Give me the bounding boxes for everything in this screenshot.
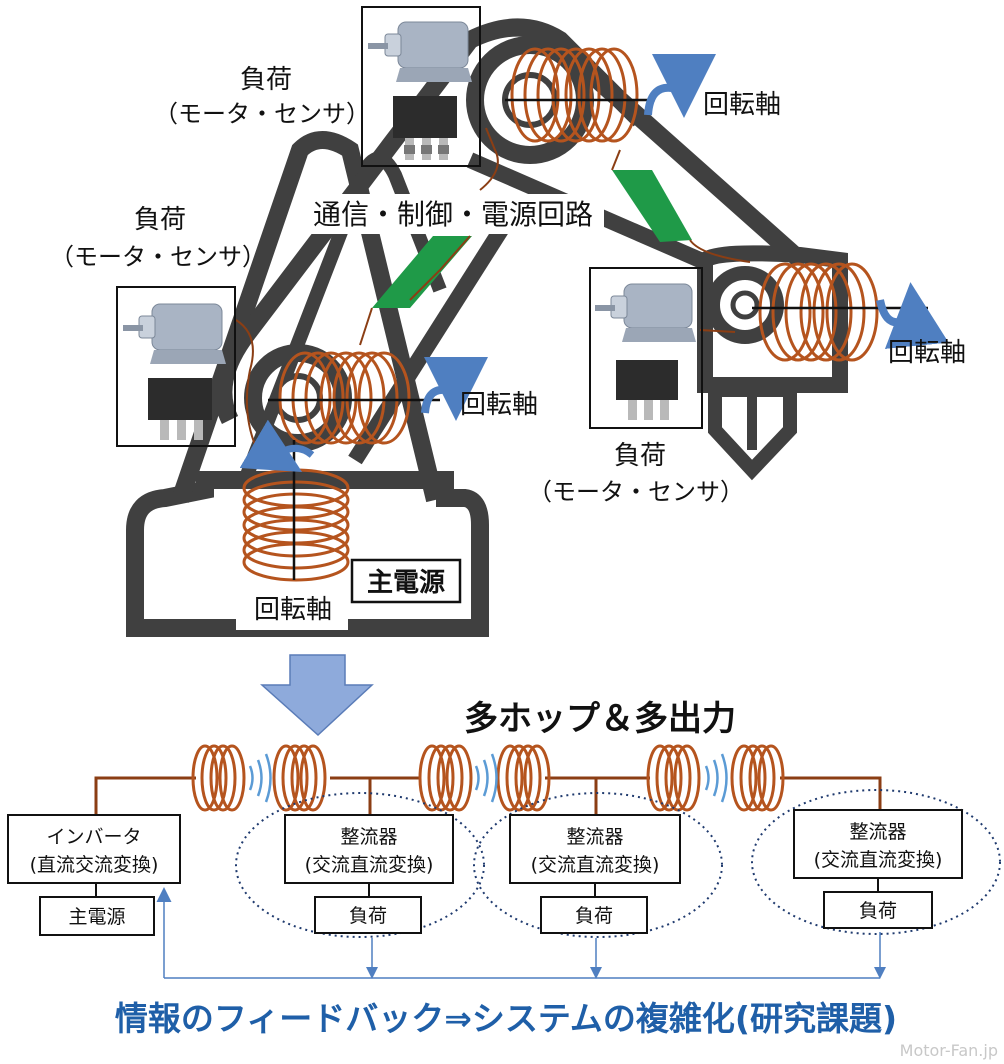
load-box-right bbox=[589, 267, 703, 429]
load-block-3-label: 負荷 bbox=[859, 900, 897, 922]
load-label-right-line2: （モータ・センサ） bbox=[528, 478, 744, 506]
upper-arm bbox=[214, 18, 647, 425]
gripper bbox=[708, 383, 797, 481]
rotation-arrow-lower-icon bbox=[421, 356, 488, 421]
system-title: 多ホップ＆多出力 bbox=[464, 699, 736, 739]
system-coil-4 bbox=[496, 744, 551, 812]
sensor-icon bbox=[616, 360, 678, 420]
coil-lower-joint bbox=[278, 351, 411, 445]
system-coil-6 bbox=[730, 744, 785, 812]
lower-arm bbox=[171, 131, 444, 503]
main-power-box bbox=[350, 558, 462, 604]
rectifier-3-line2: (交流直流変換) bbox=[814, 849, 943, 871]
circuit-label: 通信・制御・電源回路 bbox=[313, 198, 593, 231]
motor-icon bbox=[123, 303, 226, 364]
rotation-axis-label-lower: 回転軸 bbox=[460, 390, 538, 420]
inverter-label-line2: (直流交流変換) bbox=[30, 854, 159, 876]
system-coil-3 bbox=[418, 744, 473, 812]
rotation-arrow-top-icon bbox=[644, 53, 716, 118]
sensor-icon bbox=[393, 96, 457, 160]
bus-wires bbox=[94, 776, 882, 815]
feedback-caption: 情報のフィードバック⇒システムの複雑化(研究課題) bbox=[115, 999, 897, 1038]
wrist-housing bbox=[697, 245, 848, 393]
rectifier-2-line1: 整流器 bbox=[566, 826, 623, 848]
system-coil-5 bbox=[646, 744, 701, 812]
inverter-box bbox=[7, 814, 181, 884]
load-label-left-line2: （モータ・センサ） bbox=[50, 243, 266, 271]
circuit-board-left bbox=[372, 236, 472, 308]
rectifier-1-line1: 整流器 bbox=[340, 826, 397, 848]
rectifier-1-line2: (交流直流変換) bbox=[305, 854, 434, 876]
rectifier-box-1 bbox=[284, 814, 454, 884]
motor-icon bbox=[595, 283, 696, 342]
motor-icon bbox=[368, 21, 472, 82]
rectifier-3-line1: 整流器 bbox=[849, 821, 906, 843]
main-power-block bbox=[39, 896, 155, 936]
receiver-group-3 bbox=[751, 789, 1001, 935]
receiver-group-2 bbox=[473, 792, 723, 938]
load-label-top-line1: 負荷 bbox=[240, 65, 292, 95]
watermark: Motor-Fan.jp bbox=[900, 1041, 998, 1060]
sensor-icon bbox=[148, 378, 212, 440]
system-coil-1 bbox=[191, 744, 246, 812]
load-label-top-line2: （モータ・センサ） bbox=[154, 100, 370, 128]
load-box-top bbox=[361, 6, 481, 167]
receiver-group-1 bbox=[235, 792, 485, 938]
feedback-lines bbox=[156, 887, 886, 979]
rectifier-2-line2: (交流直流変換) bbox=[531, 854, 660, 876]
robot-base bbox=[126, 471, 489, 637]
load-block-2-label: 負荷 bbox=[575, 905, 613, 927]
rotation-arrow-wrist-icon bbox=[876, 282, 949, 349]
main-power-block-label: 主電源 bbox=[68, 906, 125, 928]
load-block-3 bbox=[823, 891, 933, 929]
load-block-1-label: 負荷 bbox=[349, 905, 387, 927]
rotation-axis-label-base: 回転軸 bbox=[254, 595, 332, 625]
rotation-arrow-base-icon bbox=[239, 419, 315, 473]
coil-top bbox=[510, 47, 639, 143]
load-label-right-line1: 負荷 bbox=[614, 441, 666, 471]
load-box-left bbox=[116, 286, 236, 447]
rectifier-box-3 bbox=[793, 809, 963, 879]
load-label-left-line1: 負荷 bbox=[134, 205, 186, 235]
main-power-label: 主電源 bbox=[367, 568, 445, 598]
wireless-wave-icon bbox=[474, 753, 498, 803]
wireless-wave-icon bbox=[248, 753, 272, 803]
inverter-label-line1: インバータ bbox=[46, 826, 141, 848]
circuit-board-right bbox=[612, 170, 692, 242]
load-block-1 bbox=[314, 896, 422, 934]
system-coil-2 bbox=[272, 744, 327, 812]
load-block-2 bbox=[540, 896, 648, 934]
coil-wrist bbox=[758, 262, 879, 362]
wireless-wave-icon bbox=[704, 753, 728, 803]
rotation-axis-label-wrist: 回転軸 bbox=[888, 338, 966, 368]
rotation-axis-label-top: 回転軸 bbox=[703, 90, 781, 120]
down-arrow-icon bbox=[260, 654, 374, 737]
